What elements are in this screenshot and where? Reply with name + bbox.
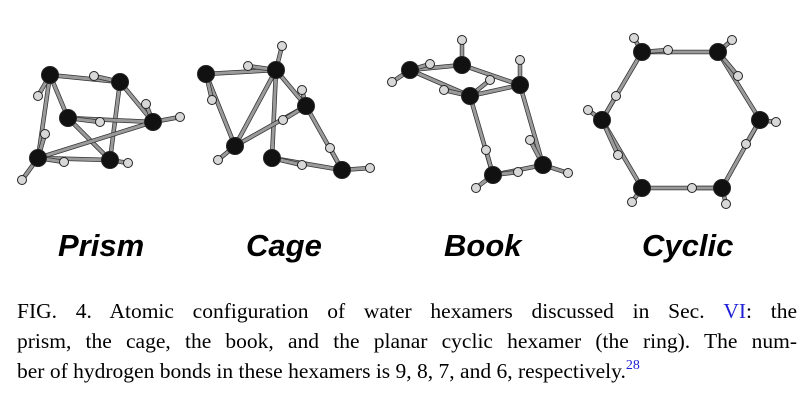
cyclic-hydrogen-atom bbox=[611, 91, 621, 101]
caption-line-1-suffix: : the bbox=[746, 299, 798, 323]
cage-hydrogen-atom bbox=[207, 95, 217, 105]
prism-hydrogen-atom bbox=[123, 158, 133, 168]
caption-line-3: ber of hydrogen bonds in these hexamers … bbox=[17, 356, 797, 386]
prism-oxygen-atom bbox=[41, 66, 59, 84]
prism-oxygen-atom bbox=[111, 73, 129, 91]
cage-oxygen-atom bbox=[263, 149, 281, 167]
cyclic-hydrogen-atom bbox=[583, 105, 593, 115]
book-hydrogen-atom bbox=[439, 85, 449, 95]
cage-hydrogen-atom bbox=[278, 115, 288, 125]
prism-oxygen-atom bbox=[59, 109, 77, 127]
bonds-layer bbox=[19, 35, 779, 207]
cyclic-oxygen-atom bbox=[633, 179, 651, 197]
caption-line-1: FIG. 4. Atomic configuration of water he… bbox=[17, 296, 797, 326]
book-hydrogen-bond bbox=[518, 83, 545, 167]
book-oxygen-atom bbox=[453, 56, 471, 74]
cyclic-hydrogen-atom bbox=[741, 139, 751, 149]
cage-oxygen-atom bbox=[297, 97, 315, 115]
cyclic-hydrogen-atom bbox=[627, 197, 637, 207]
prism-hydrogen-bond bbox=[36, 120, 155, 160]
book-oxygen-atom bbox=[534, 156, 552, 174]
water-hexamer-figure bbox=[17, 33, 781, 209]
prism-hydrogen-atom bbox=[95, 117, 105, 127]
cage-oxygen-atom bbox=[267, 61, 285, 79]
book-hydrogen-atom bbox=[563, 168, 573, 178]
book-hydrogen-atom bbox=[513, 167, 523, 177]
prism-hydrogen-atom bbox=[175, 112, 185, 122]
panel-label-prism: Prism bbox=[58, 228, 145, 263]
cyclic-hydrogen-atom bbox=[721, 199, 731, 209]
book-hydrogen-atom bbox=[515, 55, 525, 65]
figure-caption: FIG. 4. Atomic configuration of water he… bbox=[17, 296, 797, 386]
caption-line-2: prism, the cage, the book, and the plana… bbox=[17, 329, 797, 353]
cage-hydrogen-atom bbox=[277, 41, 287, 51]
cage-hydrogen-bond bbox=[204, 68, 278, 76]
prism-hydrogen-atom bbox=[89, 71, 99, 81]
cage-hydrogen-bond bbox=[270, 68, 278, 160]
cyclic-hydrogen-atom bbox=[687, 183, 697, 193]
prism-hydrogen-atom bbox=[17, 175, 27, 185]
caption-line-3-text: ber of hydrogen bonds in these hexamers … bbox=[17, 359, 626, 383]
prism-oxygen-atom bbox=[144, 113, 162, 131]
cyclic-oxygen-atom bbox=[633, 43, 651, 61]
book-oxygen-atom bbox=[484, 166, 502, 184]
atoms-layer bbox=[17, 33, 781, 209]
cage-hydrogen-atom bbox=[297, 160, 307, 170]
book-hydrogen-atom bbox=[485, 75, 495, 85]
cyclic-oxygen-atom bbox=[751, 111, 769, 129]
book-hydrogen-atom bbox=[457, 35, 467, 45]
cage-hydrogen-atom bbox=[297, 85, 307, 95]
book-hydrogen-atom bbox=[481, 145, 491, 155]
prism-hydrogen-atom bbox=[141, 99, 151, 109]
panel-label-cage: Cage bbox=[246, 228, 322, 263]
prism-hydrogen-atom bbox=[59, 157, 69, 167]
panel-label-cyclic: Cyclic bbox=[642, 228, 734, 263]
cage-hydrogen-atom bbox=[243, 61, 253, 71]
cage-hydrogen-bond bbox=[233, 68, 278, 148]
cyclic-hydrogen-atom bbox=[771, 117, 781, 127]
prism-hydrogen-atom bbox=[40, 129, 50, 139]
cyclic-hydrogen-atom bbox=[629, 33, 639, 43]
cage-oxygen-atom bbox=[197, 65, 215, 83]
cage-oxygen-atom bbox=[333, 161, 351, 179]
cyclic-hydrogen-atom bbox=[733, 71, 743, 81]
book-hydrogen-atom bbox=[425, 59, 435, 69]
cyclic-hydrogen-atom bbox=[613, 150, 623, 160]
prism-hydrogen-bond bbox=[66, 116, 112, 162]
cyclic-oxygen-atom bbox=[593, 111, 611, 129]
prism-oxygen-atom bbox=[29, 149, 47, 167]
book-oxygen-atom bbox=[511, 76, 529, 94]
book-hydrogen-bond bbox=[460, 63, 522, 87]
book-oxygen-atom bbox=[401, 61, 419, 79]
cyclic-hydrogen-atom bbox=[663, 45, 673, 55]
book-hydrogen-atom bbox=[387, 77, 397, 87]
cyclic-oxygen-atom bbox=[713, 179, 731, 197]
section-ref-link[interactable]: VI bbox=[723, 299, 747, 323]
book-hydrogen-atom bbox=[525, 135, 535, 145]
book-hydrogen-atom bbox=[471, 183, 481, 193]
cyclic-oxygen-atom bbox=[709, 43, 727, 61]
book-oxygen-atom bbox=[461, 87, 479, 105]
caption-line-1-prefix: FIG. 4. Atomic configuration of water he… bbox=[17, 299, 724, 323]
cage-hydrogen-atom bbox=[213, 155, 223, 165]
citation-ref-link[interactable]: 28 bbox=[625, 358, 640, 373]
cage-hydrogen-atom bbox=[365, 163, 375, 173]
cage-oxygen-atom bbox=[226, 137, 244, 155]
prism-hydrogen-atom bbox=[33, 91, 43, 101]
cyclic-hydrogen-atom bbox=[727, 35, 737, 45]
panel-label-book: Book bbox=[444, 228, 522, 263]
cage-hydrogen-atom bbox=[325, 143, 335, 153]
prism-oxygen-atom bbox=[101, 151, 119, 169]
